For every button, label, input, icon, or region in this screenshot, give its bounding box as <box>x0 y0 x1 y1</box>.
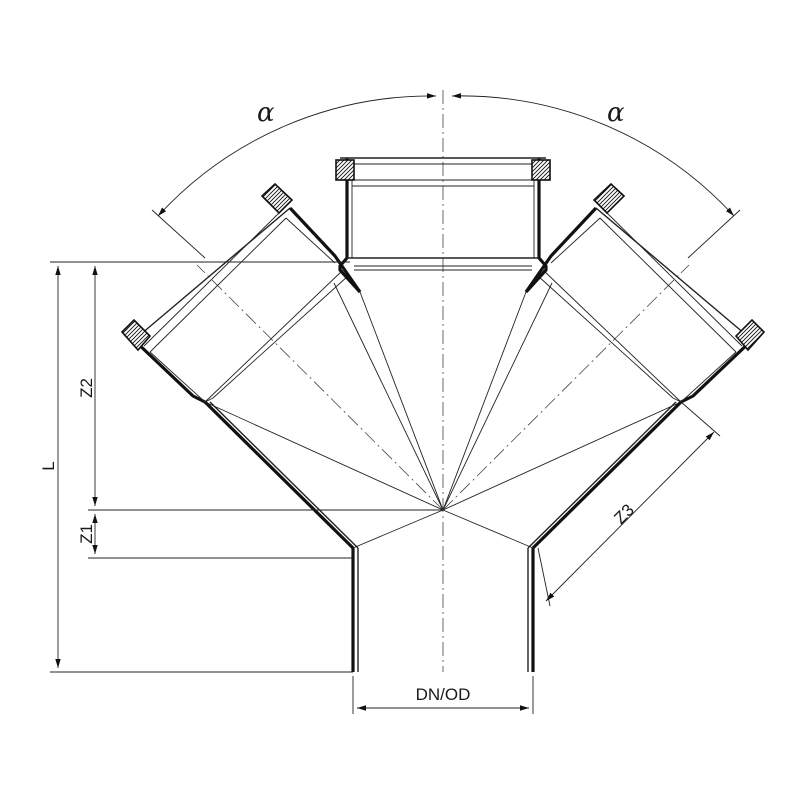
dim-Z3-label: Z3 <box>610 500 637 527</box>
top-socket <box>338 157 548 294</box>
dimension-Z1 <box>88 514 353 559</box>
dimension-L <box>50 261 353 673</box>
angle-dimension <box>151 93 741 259</box>
center-lines <box>196 90 690 672</box>
right-branch-seals <box>592 182 766 352</box>
dim-Z1-label: Z1 <box>77 524 96 544</box>
top-socket-seals <box>335 159 551 181</box>
alpha-label-right: α <box>607 98 625 128</box>
dimension-Z3 <box>537 401 721 607</box>
dim-Z2-label: Z2 <box>77 378 96 398</box>
dimension-DN-OD <box>352 676 534 714</box>
dim-L-label: L <box>39 461 58 470</box>
left-branch-seals <box>120 182 294 352</box>
rubber-seal-ring-icon <box>260 182 294 215</box>
dim-DN-OD-label: DN/OD <box>416 685 471 704</box>
rubber-seal-ring-icon <box>734 318 766 352</box>
rubber-seal-ring-icon <box>120 318 152 352</box>
rubber-seal-ring-icon <box>335 159 355 181</box>
rubber-seal-ring-icon <box>592 182 626 215</box>
left-branch-socket <box>132 206 362 550</box>
alpha-label-left: α <box>257 98 275 128</box>
inner-construction-lines <box>204 282 682 549</box>
dimension-Z2 <box>88 266 443 511</box>
right-branch-socket <box>524 206 754 550</box>
bottom-spigot <box>351 548 535 672</box>
rubber-seal-ring-icon <box>531 159 551 181</box>
